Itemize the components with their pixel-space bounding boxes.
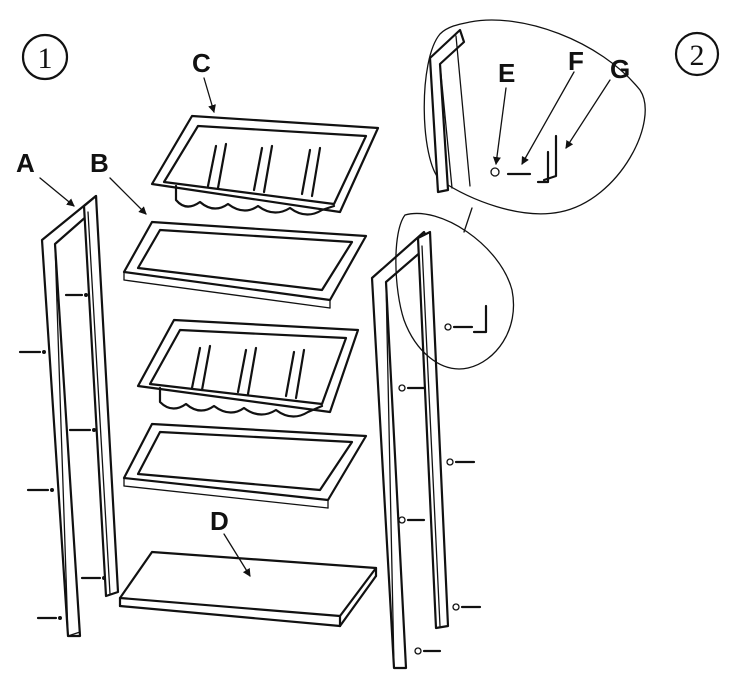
basket-lower <box>136 318 360 418</box>
label-e: E <box>498 58 515 88</box>
tray-upper <box>122 220 368 309</box>
frame-right-hook <box>472 304 488 334</box>
label-g: G <box>610 54 630 84</box>
tray-lower <box>122 422 368 509</box>
step-2-number: 2 <box>690 39 705 72</box>
step-1-number: 1 <box>38 42 53 75</box>
step-2-marker: 2 <box>674 31 720 77</box>
part-g-key <box>536 150 550 184</box>
shelf-d <box>118 550 378 628</box>
frame-a <box>40 194 120 638</box>
frame-right <box>370 230 450 670</box>
label-f: F <box>568 46 584 76</box>
label-b: B <box>90 148 109 178</box>
label-c: C <box>192 48 211 78</box>
label-a: A <box>16 148 35 178</box>
label-d: D <box>210 506 229 536</box>
step-1-marker: 1 <box>21 33 69 81</box>
frame-right-screws <box>398 304 488 655</box>
frame-a-screws <box>18 293 106 620</box>
basket-upper <box>150 114 380 216</box>
leader-lines <box>39 71 611 577</box>
part-e-washer <box>490 167 500 177</box>
detail-callout <box>395 19 646 370</box>
